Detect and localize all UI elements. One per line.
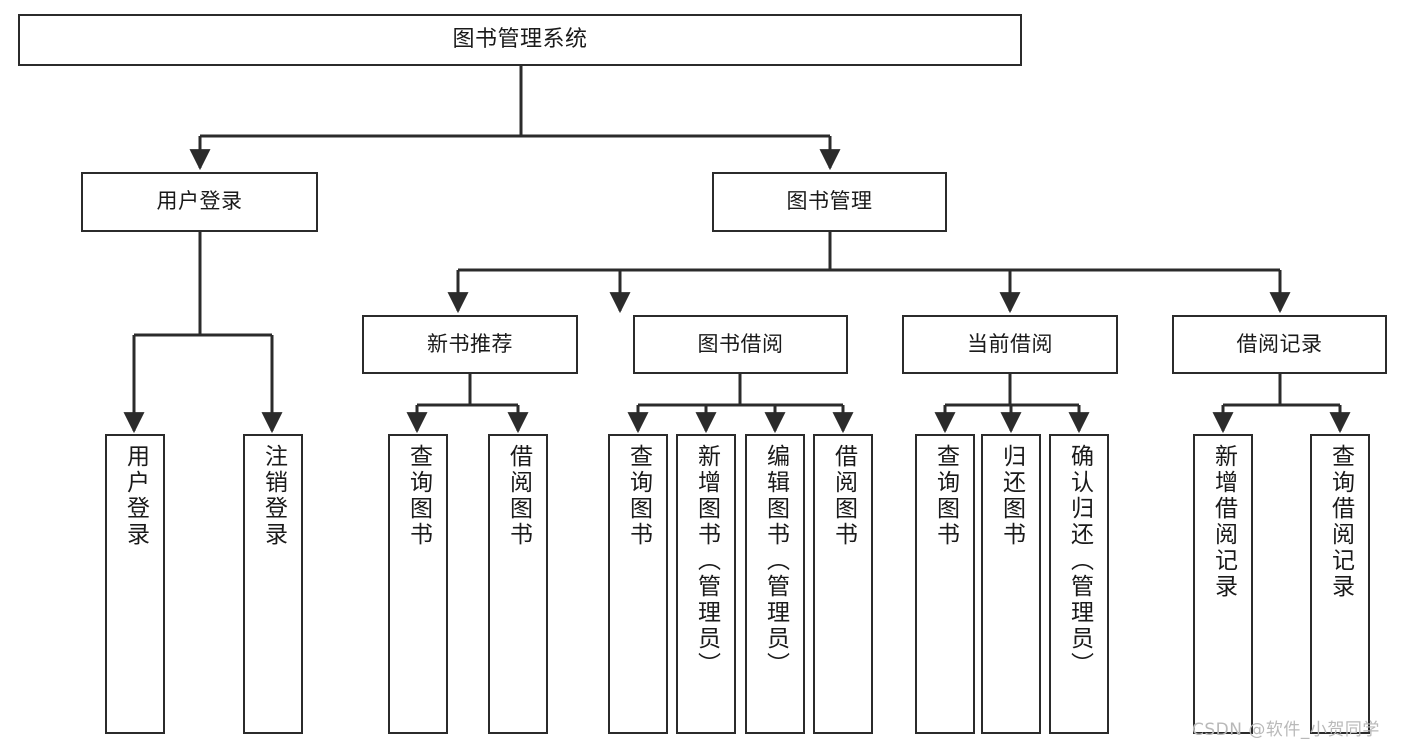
node-label: 新增图书（管理员）	[693, 444, 720, 678]
node-label: 借阅图书	[505, 444, 532, 548]
node-borrow-record[interactable]: 借阅记录	[1172, 315, 1387, 374]
node-label: 归还图书	[998, 444, 1025, 548]
node-label: 用户登录	[156, 189, 243, 214]
node-label: 新书推荐	[427, 331, 513, 356]
node-book-borrow[interactable]: 图书借阅	[633, 315, 848, 374]
node-label: 新增借阅记录	[1210, 444, 1237, 600]
node-label: 注销登录	[260, 444, 287, 548]
node-current-borrow[interactable]: 当前借阅	[902, 315, 1118, 374]
node-root-book-management-system[interactable]: 图书管理系统	[18, 14, 1022, 66]
node-label: 查询借阅记录	[1327, 444, 1354, 600]
node-label: 图书借阅	[697, 331, 784, 356]
node-leaf-user-login[interactable]: 用户登录	[105, 434, 165, 734]
node-label: 图书管理系统	[452, 26, 588, 52]
node-label: 编辑图书（管理员）	[762, 444, 789, 678]
node-label: 图书管理	[786, 189, 873, 214]
node-leaf-query-book-borrow[interactable]: 查询图书	[608, 434, 668, 734]
node-leaf-add-borrow-record[interactable]: 新增借阅记录	[1193, 434, 1253, 734]
node-label: 查询图书	[405, 444, 432, 548]
node-book-management[interactable]: 图书管理	[712, 172, 947, 232]
node-leaf-query-book-current[interactable]: 查询图书	[915, 434, 975, 734]
node-user-login[interactable]: 用户登录	[81, 172, 318, 232]
node-leaf-borrow-book-recommend[interactable]: 借阅图书	[488, 434, 548, 734]
node-label: 用户登录	[122, 444, 149, 548]
node-new-book-recommend[interactable]: 新书推荐	[362, 315, 578, 374]
node-leaf-return-book[interactable]: 归还图书	[981, 434, 1041, 734]
node-label: 借阅记录	[1236, 331, 1323, 356]
node-label: 当前借阅	[967, 331, 1053, 356]
node-leaf-borrow-book[interactable]: 借阅图书	[813, 434, 873, 734]
node-leaf-logout-login[interactable]: 注销登录	[243, 434, 303, 734]
node-leaf-confirm-return-admin[interactable]: 确认归还（管理员）	[1049, 434, 1109, 734]
node-leaf-edit-book-admin[interactable]: 编辑图书（管理员）	[745, 434, 805, 734]
node-leaf-query-borrow-record[interactable]: 查询借阅记录	[1310, 434, 1370, 734]
node-label: 确认归还（管理员）	[1066, 444, 1093, 678]
node-label: 查询图书	[625, 444, 652, 548]
node-label: 借阅图书	[830, 444, 857, 548]
node-label: 查询图书	[932, 444, 959, 548]
node-leaf-query-book-recommend[interactable]: 查询图书	[388, 434, 448, 734]
node-leaf-add-book-admin[interactable]: 新增图书（管理员）	[676, 434, 736, 734]
